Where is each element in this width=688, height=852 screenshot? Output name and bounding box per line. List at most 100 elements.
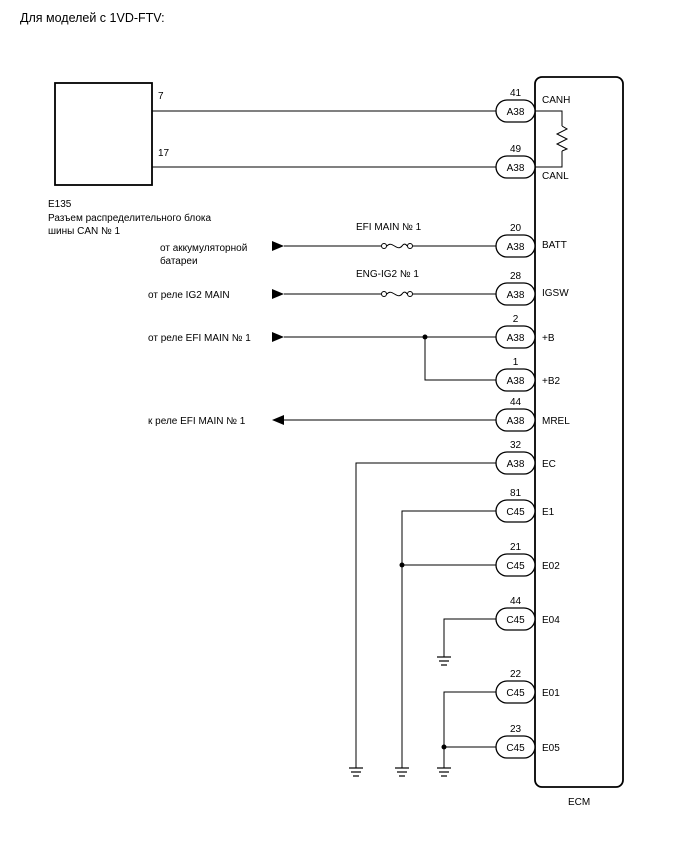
resistor-icon: [535, 110, 569, 168]
source-battery-line2: батареи: [160, 255, 198, 267]
pin-signal-name: +B: [542, 333, 555, 344]
pin-number: 20: [510, 223, 522, 234]
plusb-wire: [284, 336, 496, 381]
source-battery-line1: от аккумуляторной: [160, 243, 247, 254]
ecm-label: ECM: [568, 797, 590, 808]
pin-connector-code: A38: [507, 107, 525, 118]
pin-connector-shape: [495, 553, 536, 577]
ecm-pin: A38 1 +B2: [495, 357, 561, 392]
pin-signal-name: E01: [542, 688, 560, 699]
e135-name-line1: Разъем распределительного блока: [48, 212, 212, 224]
pin-connector-code: A38: [507, 290, 525, 301]
arrow-right-icon: [272, 289, 284, 299]
junction-dot: [422, 334, 428, 340]
pin-connector-code: C45: [506, 615, 525, 626]
pin-number: 1: [513, 357, 519, 368]
fuse-eng-ig2-label: ENG-IG2 № 1: [356, 269, 419, 280]
pin-number: 2: [513, 314, 519, 325]
pin-number: 44: [510, 596, 522, 607]
fuse-icon: [381, 243, 413, 249]
pin-number: 41: [510, 88, 522, 99]
pin-signal-name: BATT: [542, 240, 567, 251]
pin-signal-name: +B2: [542, 376, 561, 387]
e135-name-line2: шины CAN № 1: [48, 226, 120, 237]
pin-signal-name: EC: [542, 459, 556, 470]
pin-connector-code: A38: [507, 376, 525, 387]
pin-connector-shape: [495, 451, 536, 475]
pin-number: 28: [510, 271, 522, 282]
e135-pin-7: 7: [158, 91, 164, 102]
ecm-box: [534, 76, 624, 788]
ground-wires: [355, 462, 496, 768]
pin-connector-code: C45: [506, 688, 525, 699]
dest-mrel-relay: к реле EFI MAIN № 1: [148, 416, 246, 427]
e135-id: E135: [48, 199, 72, 210]
pin-connector-code: A38: [507, 416, 525, 427]
pin-signal-name: E1: [542, 507, 555, 518]
fuse-efi-main-label: EFI MAIN № 1: [356, 222, 422, 233]
pin-connector-code: A38: [507, 459, 525, 470]
pin-signal-name: E02: [542, 561, 560, 572]
ground-icon: [437, 656, 451, 666]
pin-number: 44: [510, 397, 522, 408]
ground-icon: [349, 767, 363, 777]
pin-connector-shape: [495, 325, 536, 349]
pin-signal-name: E04: [542, 615, 560, 626]
pin-connector-code: C45: [506, 507, 525, 518]
pin-connector-code: A38: [507, 333, 525, 344]
ground-icon: [437, 767, 451, 777]
pin-connector-shape: [495, 680, 536, 704]
pin-connector-shape: [495, 282, 536, 306]
pin-number: 22: [510, 669, 522, 680]
pin-connector-shape: [495, 735, 536, 759]
fuse-icon: [381, 291, 413, 297]
pin-number: 81: [510, 488, 522, 499]
ecm-pin: A38 2 +B: [495, 314, 555, 349]
pin-connector-code: A38: [507, 242, 525, 253]
pin-signal-name: MREL: [542, 416, 570, 427]
e135-connector-box: [54, 82, 153, 186]
junction-dot: [399, 562, 405, 568]
pin-connector-shape: [495, 234, 536, 258]
pin-number: 21: [510, 542, 522, 553]
pin-connector-shape: [495, 99, 536, 123]
pin-signal-name: CANH: [542, 95, 570, 106]
pin-number: 23: [510, 724, 522, 735]
can-wires: [152, 110, 496, 168]
pin-connector-shape: [495, 368, 536, 392]
pin-connector-shape: [495, 408, 536, 432]
source-ig2-relay: от реле IG2 MAIN: [148, 290, 230, 301]
arrow-right-icon: [272, 332, 284, 342]
pin-signal-name: CANL: [542, 171, 569, 182]
pin-connector-code: C45: [506, 561, 525, 572]
pin-signal-name: IGSW: [542, 288, 569, 299]
arrow-right-icon: [272, 241, 284, 251]
ground-icon: [395, 767, 409, 777]
arrow-left-icon: [272, 415, 284, 425]
page-title: Для моделей с 1VD-FTV:: [20, 11, 165, 25]
pin-connector-code: A38: [507, 163, 525, 174]
e135-pin-17: 17: [158, 148, 170, 159]
pin-number: 49: [510, 144, 522, 155]
pin-connector-shape: [495, 155, 536, 179]
pin-connector-shape: [495, 499, 536, 523]
pin-connector-code: C45: [506, 743, 525, 754]
pin-number: 32: [510, 440, 522, 451]
pin-connector-shape: [495, 607, 536, 631]
pin-signal-name: E05: [542, 743, 560, 754]
source-efi-relay: от реле EFI MAIN № 1: [148, 333, 251, 344]
junction-dot: [441, 744, 447, 750]
